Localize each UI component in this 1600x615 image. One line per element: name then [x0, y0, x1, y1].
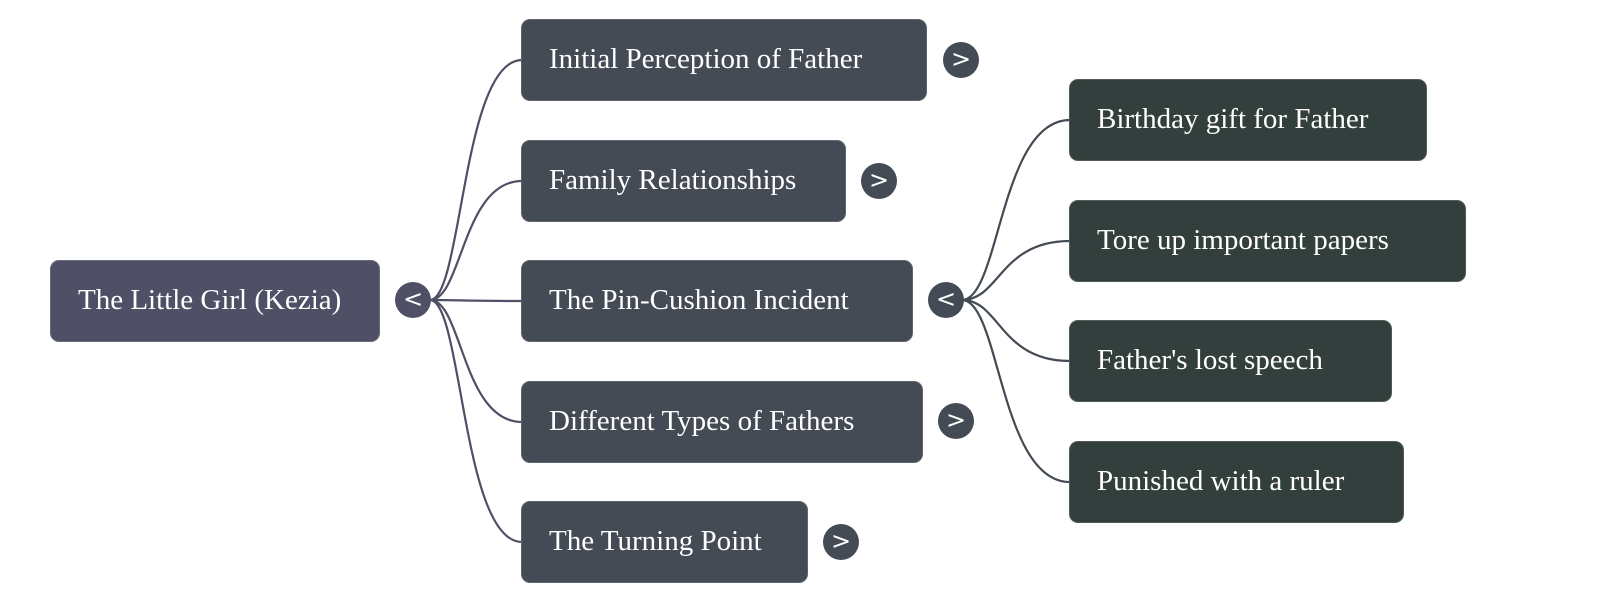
node-label: Initial Perception of Father — [549, 43, 863, 75]
node-punished-with-a-ruler[interactable]: Punished with a ruler — [1069, 441, 1404, 523]
node-family-relationships[interactable]: Family Relationships — [521, 140, 846, 222]
node-different-types-of-fathers[interactable]: Different Types of Fathers — [521, 381, 923, 463]
node-the-turning-point[interactable]: The Turning Point — [521, 501, 808, 583]
edge-pin-lost-speech — [961, 298, 1071, 363]
edge-root-different-types — [429, 298, 523, 424]
node-tore-up-important-papers[interactable]: Tore up important papers — [1069, 200, 1466, 282]
expand-icon: > — [945, 406, 967, 434]
edge-root-pin-cushion — [429, 298, 523, 303]
edge-root-initial-perception — [429, 58, 523, 302]
node-pin-cushion-incident[interactable]: The Pin-Cushion Incident — [521, 260, 913, 342]
node-label: Different Types of Fathers — [549, 405, 855, 437]
node-label: The Pin-Cushion Incident — [549, 284, 849, 316]
node-initial-perception-of-father[interactable]: Initial Perception of Father — [521, 19, 927, 101]
expand-toggle-initial-perception[interactable]: > — [943, 42, 979, 78]
expand-icon: > — [950, 45, 972, 73]
collapse-icon: < — [402, 285, 424, 313]
root-collapse-toggle[interactable]: < — [395, 282, 431, 318]
node-birthday-gift-for-father[interactable]: Birthday gift for Father — [1069, 79, 1427, 161]
expand-toggle-turning-point[interactable]: > — [823, 524, 859, 560]
node-label: Tore up important papers — [1097, 224, 1389, 256]
expand-icon: > — [830, 527, 852, 555]
root-node-label: The Little Girl (Kezia) — [78, 284, 342, 316]
edge-pin-tore-papers — [961, 239, 1071, 302]
root-node[interactable]: The Little Girl (Kezia) — [50, 260, 380, 342]
collapse-toggle-pin-cushion[interactable]: < — [928, 282, 964, 318]
edge-root-turning-point — [429, 298, 523, 544]
node-label: Punished with a ruler — [1097, 465, 1345, 497]
node-label: Family Relationships — [549, 164, 797, 196]
expand-toggle-different-types[interactable]: > — [938, 403, 974, 439]
node-label: The Turning Point — [549, 525, 762, 557]
node-label: Father's lost speech — [1097, 344, 1323, 376]
expand-toggle-family-relationships[interactable]: > — [861, 163, 897, 199]
node-label: Birthday gift for Father — [1097, 103, 1369, 135]
node-fathers-lost-speech[interactable]: Father's lost speech — [1069, 320, 1392, 402]
collapse-icon: < — [935, 285, 957, 313]
edge-pin-punished-ruler — [961, 298, 1071, 484]
expand-icon: > — [868, 166, 890, 194]
edge-pin-birthday-gift — [961, 118, 1071, 302]
edge-root-family-relationships — [429, 179, 523, 302]
